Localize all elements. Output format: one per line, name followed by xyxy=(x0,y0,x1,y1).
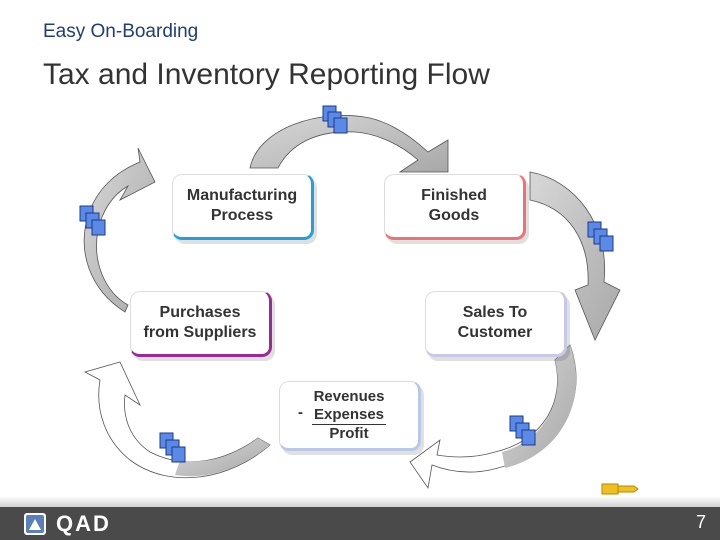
footer-bar xyxy=(0,507,720,540)
manufacturing-label-line2: Process xyxy=(210,207,274,224)
qad-logo-text: QAD xyxy=(56,511,111,536)
key-icon xyxy=(601,483,639,495)
sales-label-line1: Sales To xyxy=(462,304,528,321)
document-icon-right xyxy=(587,221,614,252)
page-number: 7 xyxy=(695,512,706,532)
document-icon-left xyxy=(79,205,106,236)
manufacturing-label-line1: Manufacturing xyxy=(186,187,298,204)
sales-label-line2: Customer xyxy=(457,324,533,341)
slide-title: Tax and Inventory Reporting Flow xyxy=(43,58,490,91)
profit-label: Profit xyxy=(329,424,369,442)
revenues-label: Revenues xyxy=(313,387,385,405)
finished-label-line2: Goods xyxy=(428,207,480,224)
finished-label-line1: Finished xyxy=(421,187,487,204)
footer-gradient xyxy=(0,496,720,507)
purchases-label-line1: Purchases xyxy=(159,304,241,321)
document-icon-bottom-left xyxy=(159,432,186,463)
arrow-top xyxy=(249,115,449,173)
qad-logo-icon xyxy=(24,513,46,535)
document-icon-top xyxy=(322,105,348,134)
minus-sign: - xyxy=(298,404,303,421)
purchases-label-line2: from Suppliers xyxy=(143,324,257,341)
expenses-label: Expenses xyxy=(311,405,387,425)
document-icon-bottom-right xyxy=(509,415,536,446)
arrow-left xyxy=(83,147,156,313)
revenues-expenses-profit-box: - Revenues Expenses Profit xyxy=(279,381,421,451)
sales-to-customer-box: Sales To Customer xyxy=(425,291,567,357)
purchases-from-suppliers-box: Purchases from Suppliers xyxy=(130,291,272,357)
slide-subtitle: Easy On-Boarding xyxy=(43,21,199,42)
arrow-right xyxy=(529,171,621,341)
